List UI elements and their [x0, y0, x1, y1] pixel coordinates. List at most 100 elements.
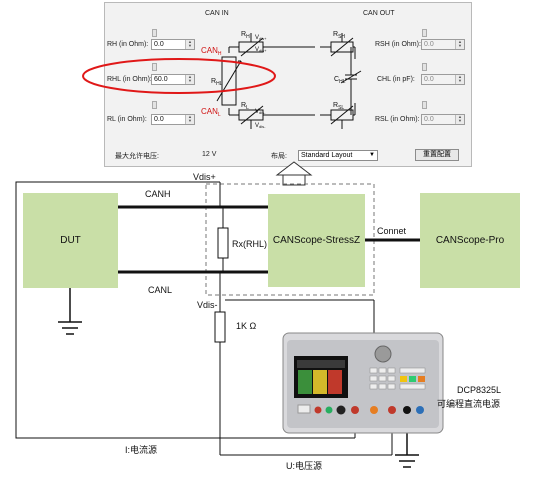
- sym-vdis-minus-1-sub: dis-: [259, 110, 266, 115]
- sym-vdis-plus-1: V: [255, 35, 259, 41]
- sym-canh-sub: H: [218, 51, 222, 57]
- stressz-box: CANScope-StressZ: [268, 194, 365, 287]
- sym-rl: R: [241, 102, 246, 109]
- voltage-source-label: U:电压源: [286, 461, 323, 471]
- can-in-header: CAN IN: [205, 10, 229, 17]
- current-source-loop: [15, 181, 220, 439]
- svg-text:RSL: RSL: [333, 102, 344, 111]
- chevron-down-icon: ▼: [369, 152, 375, 158]
- current-source-label: I:电流源: [125, 445, 158, 455]
- sym-rhl: R: [211, 78, 216, 85]
- svg-text:Vdis+: Vdis+: [255, 35, 267, 41]
- layout-select-value: Standard Layout: [301, 152, 353, 159]
- rh-input[interactable]: 0.0 ▲▼: [151, 39, 195, 50]
- sym-vdis-plus-2: V: [255, 47, 259, 53]
- svg-text:CANH: CANH: [201, 46, 222, 57]
- canh-label: CANH: [145, 189, 171, 199]
- rl-slider[interactable]: [152, 101, 157, 109]
- psu-desc-label: 可编程直流电源: [437, 399, 501, 409]
- resistor-1k: [214, 311, 226, 343]
- svg-text:RSH: RSH: [333, 31, 345, 40]
- sym-vdis-minus-2: V: [255, 123, 259, 129]
- rsh-input[interactable]: 0.0 ▲▼: [421, 39, 465, 50]
- sym-rh-sub: H: [246, 34, 250, 40]
- vdis-minus-label: Vdis-: [197, 300, 218, 310]
- rsh-value: 0.0: [424, 41, 434, 48]
- chl-input[interactable]: 0.0 ▲▼: [421, 74, 465, 85]
- rsl-label: RSL (in Ohm):: [375, 116, 420, 123]
- sym-rl-sub: L: [246, 105, 249, 111]
- chl-spin-arrows[interactable]: ▲▼: [455, 75, 464, 84]
- pro-box: CANScope-Pro: [420, 193, 520, 288]
- stressz-dashed-enclosure: [205, 183, 375, 296]
- rhl-slider[interactable]: [152, 63, 157, 71]
- rsl-slider[interactable]: [422, 101, 427, 109]
- rsh-label: RSH (in Ohm):: [375, 41, 421, 48]
- ground-icon: [58, 288, 82, 335]
- max-voltage-label: 最大允许电压:: [115, 153, 159, 160]
- sym-chl-sub: HL: [339, 79, 346, 85]
- sym-canl-sub: L: [218, 112, 221, 118]
- dut-box: DUT: [23, 193, 118, 288]
- sym-chl: C: [334, 76, 339, 83]
- sym-rsl: R: [333, 102, 338, 109]
- rh-label: RH (in Ohm):: [107, 41, 149, 48]
- sym-vdis-minus-1: V: [255, 109, 259, 115]
- layout-select[interactable]: Standard Layout ▼: [298, 150, 378, 161]
- rsh-spin-arrows[interactable]: ▲▼: [455, 40, 464, 49]
- svg-text:RHL: RHL: [211, 78, 223, 87]
- sym-rsh-sub: SH: [338, 34, 345, 40]
- can-out-header: CAN OUT: [363, 10, 395, 17]
- reset-config-button[interactable]: 重置配置: [415, 149, 459, 161]
- svg-text:RL: RL: [241, 102, 249, 111]
- svg-text:Vdis-: Vdis-: [255, 109, 266, 115]
- rl-spin-arrows[interactable]: ▲▼: [185, 115, 194, 124]
- rh-value: 0.0: [154, 41, 164, 48]
- svg-text:Vdis-: Vdis-: [255, 123, 266, 129]
- svg-text:CANL: CANL: [201, 107, 221, 118]
- rl-label: RL (in Ohm):: [107, 116, 147, 123]
- chl-label: CHL (in pF):: [377, 76, 415, 83]
- sym-canl: CAN: [201, 107, 218, 116]
- sym-vdis-plus-2-sub: dis+: [259, 48, 267, 53]
- rl-value: 0.0: [154, 116, 164, 123]
- rsh-slider[interactable]: [422, 29, 427, 37]
- rl-input[interactable]: 0.0 ▲▼: [151, 114, 195, 125]
- rhl-spin-arrows[interactable]: ▲▼: [185, 75, 194, 84]
- rh-spin-arrows[interactable]: ▲▼: [185, 40, 194, 49]
- rx-resistor: [217, 227, 229, 259]
- sym-rsl-sub: SL: [338, 105, 344, 111]
- panel-schematic: CANH CANL RH RHL RL RSH RSL CHL Vdis+ Vd…: [201, 31, 362, 129]
- svg-text:RH: RH: [241, 31, 250, 40]
- svg-text:CHL: CHL: [334, 76, 346, 85]
- sym-rhl-sub: HL: [216, 81, 223, 87]
- chl-value: 0.0: [424, 76, 434, 83]
- sym-vdis-minus-2-sub: dis-: [259, 124, 266, 129]
- rhl-value: 60.0: [154, 76, 168, 83]
- sym-rsh: R: [333, 31, 338, 38]
- connet-label: Connet: [377, 226, 407, 236]
- vdis-plus-label: Vdis+: [193, 172, 216, 182]
- psu-model-label: DCP8325L: [457, 385, 502, 395]
- stressz-config-panel: CAN IN CAN OUT RH (in Ohm): 0.0 ▲▼ RHL (…: [104, 2, 472, 167]
- rhl-label: RHL (in Ohm):: [107, 76, 152, 83]
- rhl-input[interactable]: 60.0 ▲▼: [151, 74, 195, 85]
- sym-vdis-plus-1-sub: dis+: [259, 36, 267, 41]
- pro-label: CANScope-Pro: [435, 235, 505, 246]
- rsl-spin-arrows[interactable]: ▲▼: [455, 115, 464, 124]
- chl-slider[interactable]: [422, 63, 427, 71]
- arrow-up-icon: [275, 161, 313, 186]
- rsl-value: 0.0: [424, 116, 434, 123]
- layout-label: 布局:: [271, 153, 287, 160]
- rsl-input[interactable]: 0.0 ▲▼: [421, 114, 465, 125]
- canl-label: CANL: [148, 285, 173, 295]
- dut-label: DUT: [60, 235, 81, 246]
- sym-canh: CAN: [201, 46, 218, 55]
- svg-text:Vdis+: Vdis+: [255, 47, 267, 53]
- sym-rh: R: [241, 31, 246, 38]
- resistor-1k-label: 1K Ω: [236, 321, 257, 331]
- rh-slider[interactable]: [152, 29, 157, 37]
- stressz-label: CANScope-StressZ: [272, 235, 361, 246]
